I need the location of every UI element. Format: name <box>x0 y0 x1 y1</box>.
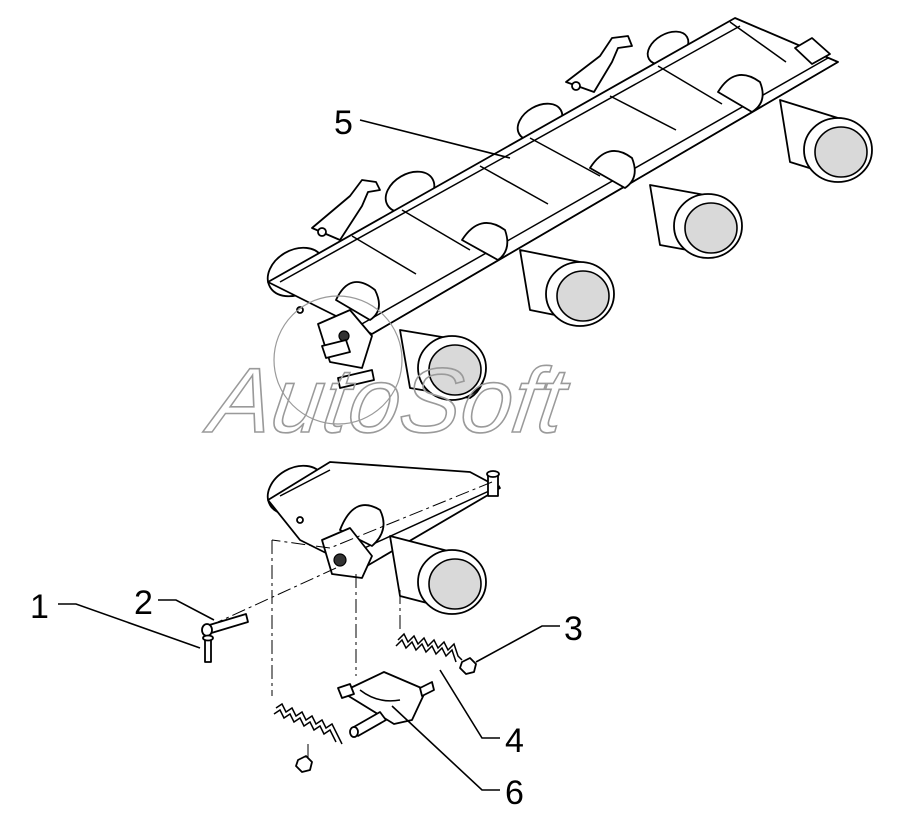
watermark: AutoSoft <box>199 295 576 453</box>
leader-lines <box>58 599 560 791</box>
watermark-text: AutoSoft <box>200 348 576 451</box>
callout-3: 3 <box>564 610 583 648</box>
leader-line-6 <box>391 705 500 791</box>
assembly-lines <box>217 481 493 758</box>
nut-lower <box>295 755 313 773</box>
loose-parts <box>201 613 477 773</box>
leader-line-3 <box>475 625 560 663</box>
upper-assembly <box>266 17 873 401</box>
callout-5: 5 <box>334 104 353 142</box>
part-4-spring-left <box>273 702 343 745</box>
part-6-bracket <box>337 671 435 738</box>
callout-6: 6 <box>505 774 524 812</box>
part-4-spring-right <box>395 632 463 663</box>
callout-1: 1 <box>30 588 49 626</box>
leader-line-1 <box>58 603 201 649</box>
part-3-nut <box>459 657 477 675</box>
leader-line-5 <box>359 119 511 159</box>
part-1-cotter-pin <box>202 634 214 663</box>
lower-assembly <box>266 461 501 615</box>
callout-2: 2 <box>134 584 153 622</box>
leader-line-4 <box>439 669 500 739</box>
callout-4: 4 <box>505 722 524 760</box>
callout-labels: 1 2 3 4 5 6 <box>30 104 583 812</box>
leader-line-2 <box>158 599 215 621</box>
tube-group <box>266 30 873 401</box>
